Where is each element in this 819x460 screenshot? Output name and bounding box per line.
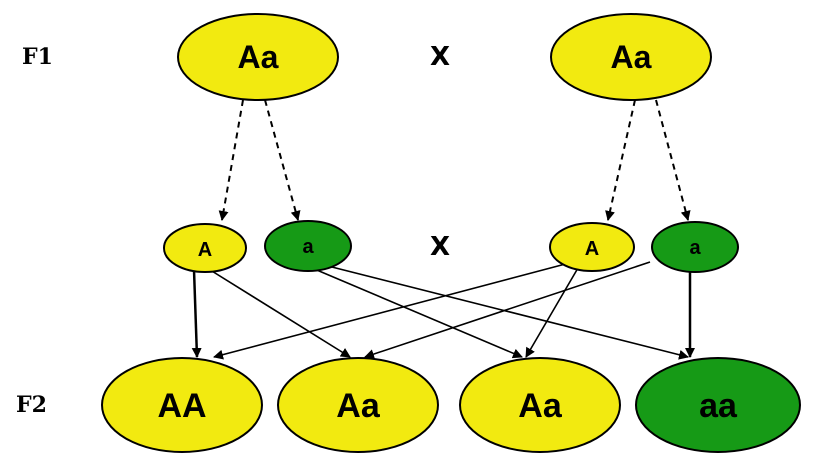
parent-genotype: Aa bbox=[238, 39, 279, 75]
offspring-genotype: aa bbox=[699, 387, 738, 425]
gamete-allele: a bbox=[689, 237, 701, 259]
gamete-circle bbox=[651, 221, 739, 273]
offspring-circle bbox=[635, 357, 801, 453]
offspring-genotype: Aa bbox=[518, 387, 563, 425]
offspring-genotype: AA bbox=[157, 387, 206, 425]
parent-circle bbox=[177, 13, 339, 101]
offspring-node: AA bbox=[101, 357, 263, 453]
offspring-node: aa bbox=[635, 357, 801, 453]
fertilization-arrow bbox=[311, 267, 523, 359]
fertilization-arrows bbox=[191, 261, 695, 360]
offspring-node: Aa bbox=[459, 357, 621, 453]
fertilization-arrow bbox=[525, 267, 579, 358]
f2-label: F2 bbox=[16, 392, 47, 418]
offspring-circle bbox=[101, 357, 263, 453]
meiosis-arrows bbox=[218, 99, 691, 221]
meiosis-arrow bbox=[655, 99, 691, 221]
fertilization-arrow bbox=[213, 261, 574, 360]
gamete-circle bbox=[163, 223, 247, 273]
parent-circle bbox=[550, 13, 712, 101]
gamete-allele: A bbox=[198, 239, 212, 261]
offspring-node: Aa bbox=[277, 357, 439, 453]
offspring-circle bbox=[459, 357, 621, 453]
gametes-cross-symbol: X bbox=[430, 232, 450, 262]
offspring-circle bbox=[277, 357, 439, 453]
f1-label: F1 bbox=[22, 44, 53, 70]
meiosis-arrow bbox=[218, 99, 244, 221]
gamete-node: a bbox=[651, 221, 739, 273]
fertilization-arrow bbox=[206, 267, 351, 358]
meiosis-arrow bbox=[605, 99, 636, 221]
gamete-circle bbox=[549, 222, 635, 272]
gamete-node: A bbox=[163, 223, 247, 273]
parent-genotype: Aa bbox=[611, 39, 652, 75]
gamete-allele: A bbox=[585, 238, 599, 260]
parent-node: Aa bbox=[177, 13, 339, 101]
offspring-genotype: Aa bbox=[336, 387, 381, 425]
gamete-node: a bbox=[264, 220, 352, 272]
gamete-circle bbox=[264, 220, 352, 272]
meiosis-arrow bbox=[264, 99, 301, 221]
parents-cross-symbol: X bbox=[430, 42, 450, 72]
fertilization-arrow bbox=[364, 261, 651, 359]
fertilization-arrow bbox=[191, 269, 202, 358]
gamete-node: A bbox=[549, 222, 635, 272]
parent-node: Aa bbox=[550, 13, 712, 101]
gamete-allele: a bbox=[302, 236, 314, 258]
